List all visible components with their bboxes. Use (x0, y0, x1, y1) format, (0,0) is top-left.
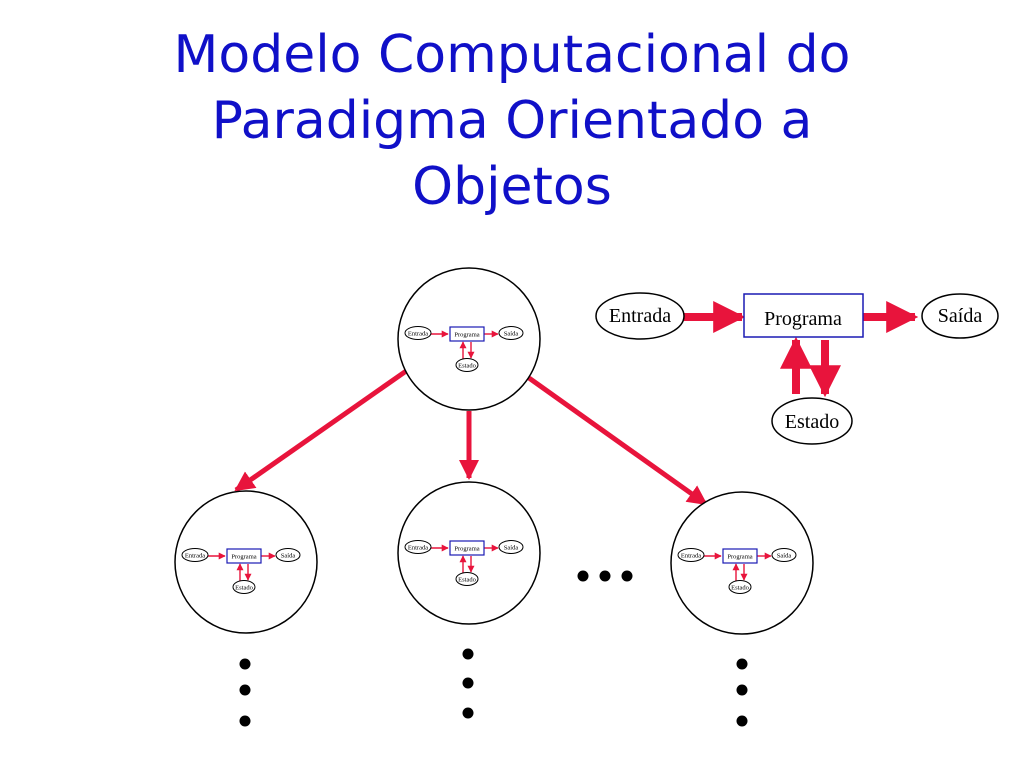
input-node (595, 292, 685, 340)
horizontal-ellipsis (577, 570, 633, 582)
vertical-ellipsis-middle (462, 648, 474, 719)
object-child-middle (397, 481, 541, 625)
state-label: Estado (785, 411, 839, 433)
state-node (771, 397, 853, 445)
object-parent (397, 267, 541, 411)
object-child-right (670, 491, 814, 635)
output-node (921, 293, 999, 339)
object-connectors (234, 366, 708, 507)
slide-title: Modelo Computacional do Paradigma Orient… (0, 22, 1024, 220)
title-line-2: Paradigma Orientado a (211, 91, 813, 151)
connector-arrow-right (527, 375, 708, 507)
vertical-ellipsis-right (736, 658, 748, 727)
output-label: Saída (938, 305, 983, 327)
program-label: Programa (764, 308, 842, 330)
vertical-ellipsis-left (239, 658, 251, 727)
title-line-1: Modelo Computacional do (173, 25, 851, 85)
program-box (743, 293, 864, 338)
title-line-3: Objetos (412, 157, 612, 217)
input-label: Entrada (609, 305, 671, 327)
program-model: Entrada Programa Saída Estado (595, 292, 999, 445)
connector-arrow-left (234, 366, 411, 493)
object-child-left (174, 490, 318, 634)
